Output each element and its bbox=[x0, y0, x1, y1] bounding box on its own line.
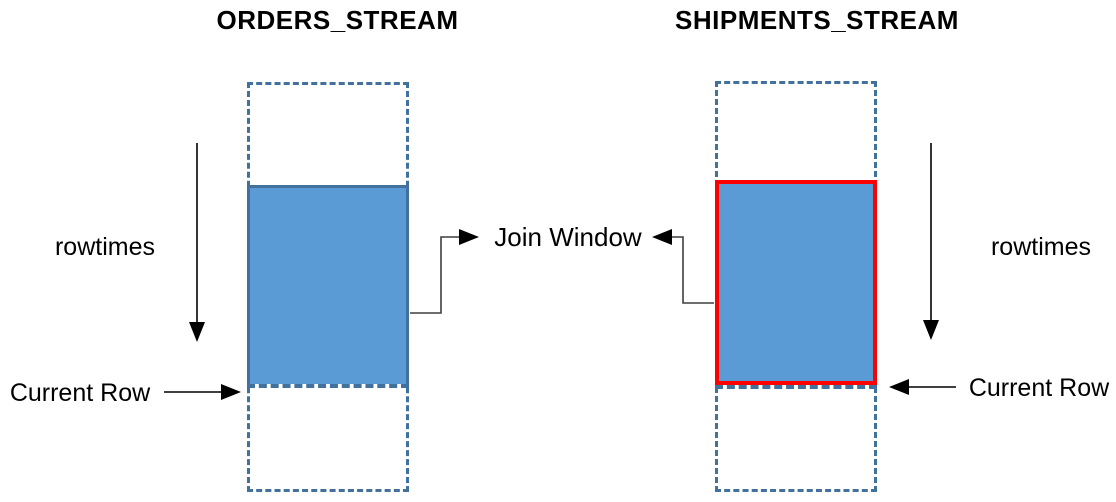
rowtimes-label-left: rowtimes bbox=[54, 233, 155, 261]
shipments-window-dashed-underline bbox=[715, 385, 877, 389]
current-row-arrow-left bbox=[164, 384, 241, 400]
current-row-label-right: Current Row bbox=[968, 374, 1110, 402]
shipments-current-window-box bbox=[715, 180, 877, 385]
join-window-label: Join Window bbox=[494, 222, 642, 252]
current-row-label-left: Current Row bbox=[9, 379, 151, 407]
shipments-stream-title: SHIPMENTS_STREAM bbox=[675, 5, 959, 35]
rowtimes-arrow-right bbox=[923, 143, 939, 340]
orders-stream-title: ORDERS_STREAM bbox=[216, 5, 459, 35]
current-row-arrow-right bbox=[889, 379, 956, 395]
rowtimes-label-right: rowtimes bbox=[990, 233, 1091, 261]
orders-join-window-box bbox=[247, 185, 409, 388]
rowtimes-arrow-left bbox=[189, 143, 205, 342]
